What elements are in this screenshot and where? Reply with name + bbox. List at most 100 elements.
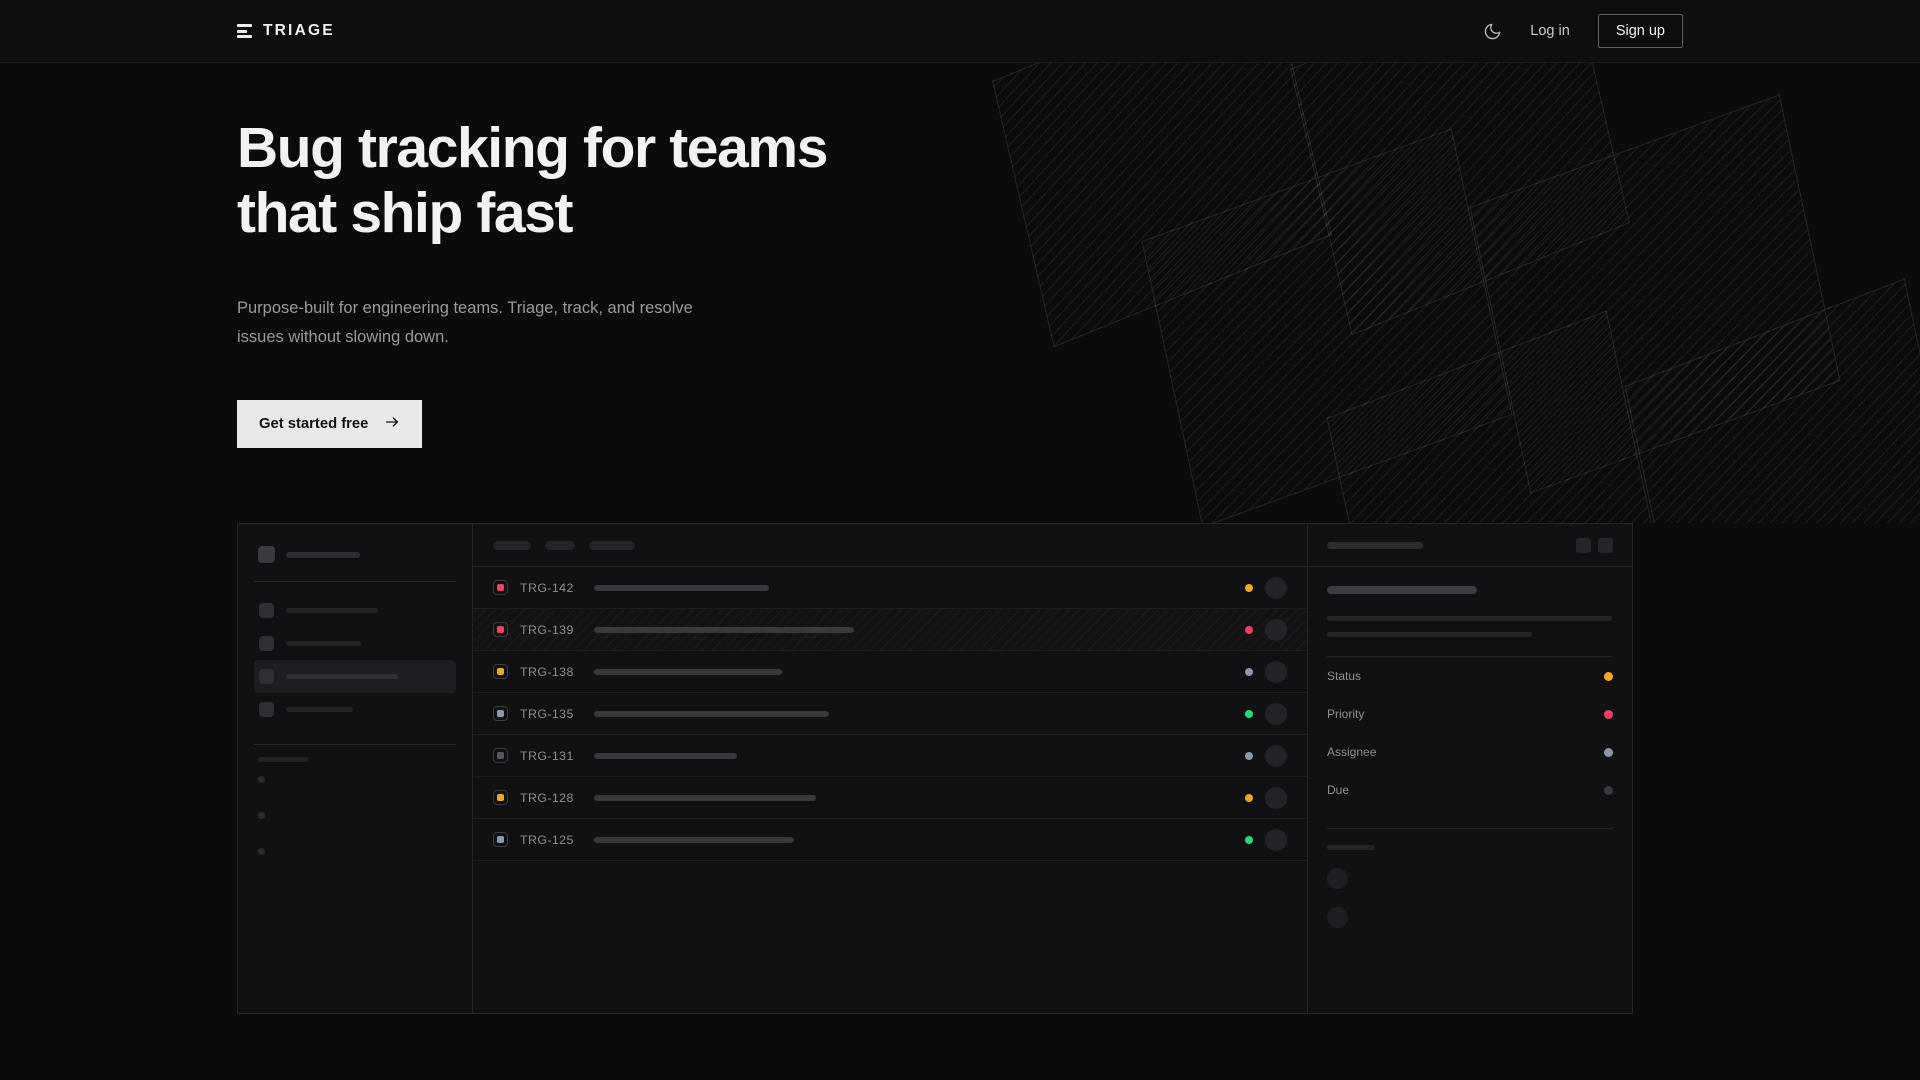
list-filter-chip-2[interactable] — [589, 540, 635, 550]
activity-list — [1327, 868, 1613, 928]
sidebar-item-2[interactable] — [254, 660, 456, 693]
row-meta — [1245, 786, 1287, 809]
issue-id: TRG-139 — [520, 622, 574, 637]
avatar — [1265, 660, 1287, 683]
sidebar-item-label-placeholder — [286, 608, 378, 613]
sidebar-sublist — [254, 776, 456, 855]
row-meta — [1245, 744, 1287, 767]
issue-id: TRG-135 — [520, 706, 574, 721]
sidebar-section-label — [258, 757, 308, 762]
decor-panel — [1290, 63, 1630, 336]
decor-panel — [1469, 94, 1841, 494]
sidebar-item-3[interactable] — [254, 693, 456, 726]
sidebar-divider — [254, 744, 456, 745]
table-row[interactable]: TRG-128 — [473, 777, 1307, 819]
detail-meta-value-dot — [1604, 671, 1613, 681]
sidebar-item-icon — [259, 603, 274, 618]
issue-id: TRG-138 — [520, 664, 574, 679]
detail-meta-label: Status — [1327, 669, 1362, 683]
issue-title-placeholder — [594, 626, 854, 633]
detail-meta-label: Priority — [1327, 707, 1365, 721]
avatar — [1265, 786, 1287, 809]
moon-icon[interactable] — [1483, 22, 1502, 41]
issue-id: TRG-142 — [520, 580, 574, 595]
priority-indicator — [493, 706, 508, 721]
detail-action-button-0[interactable] — [1576, 537, 1591, 553]
issue-title-placeholder — [594, 794, 816, 801]
list-filter-chip-0[interactable] — [493, 540, 531, 550]
sidebar-item-1[interactable] — [254, 627, 456, 660]
workspace-name-placeholder — [286, 551, 360, 558]
priority-indicator — [493, 832, 508, 847]
workspace-avatar — [258, 546, 275, 563]
nav-actions: Log in Sign up — [1483, 14, 1683, 48]
priority-indicator — [493, 580, 508, 595]
table-row[interactable]: TRG-135 — [473, 693, 1307, 735]
detail-header-title-placeholder — [1327, 541, 1423, 549]
detail-meta-value-dot — [1604, 709, 1613, 719]
avatar — [1265, 744, 1287, 767]
table-row[interactable]: TRG-125 — [473, 819, 1307, 861]
sidebar-subitem-dot[interactable] — [258, 812, 265, 819]
table-row[interactable]: TRG-138 — [473, 651, 1307, 693]
page-bottom-strip — [0, 1014, 1920, 1080]
page-title: Bug tracking for teams that ship fast — [237, 116, 828, 246]
brand-name: TRIAGE — [263, 22, 335, 39]
sidebar-item-label-placeholder — [286, 674, 398, 679]
get-started-label: Get started free — [259, 416, 369, 432]
decor-panel — [1141, 128, 1513, 523]
detail-meta-row[interactable]: Assignee — [1327, 733, 1613, 771]
table-row[interactable]: TRG-131 — [473, 735, 1307, 777]
table-row[interactable]: TRG-142 — [473, 567, 1307, 609]
avatar — [1265, 828, 1287, 851]
sidebar-subitem-dot[interactable] — [258, 776, 265, 783]
status-badge — [1245, 583, 1253, 592]
row-meta — [1245, 828, 1287, 851]
login-link[interactable]: Log in — [1530, 23, 1570, 39]
hero-section: Bug tracking for teams that ship fast Pu… — [237, 116, 828, 448]
sidebar-item-icon — [259, 702, 274, 717]
row-meta — [1245, 660, 1287, 683]
workspace-switcher[interactable] — [254, 543, 456, 563]
sidebar-item-0[interactable] — [254, 594, 456, 627]
detail-description-line — [1327, 632, 1532, 637]
detail-header — [1308, 524, 1632, 567]
list-filter-chip-1[interactable] — [545, 540, 575, 550]
issue-id: TRG-128 — [520, 790, 574, 805]
preview-sidebar — [238, 524, 473, 1013]
sidebar-item-icon — [259, 636, 274, 651]
status-badge — [1245, 793, 1253, 802]
detail-meta-row[interactable]: Priority — [1327, 695, 1613, 733]
detail-description-placeholder — [1327, 616, 1613, 637]
sidebar-item-icon — [259, 669, 274, 684]
avatar — [1265, 618, 1287, 641]
detail-meta-row[interactable]: Status — [1327, 657, 1613, 695]
table-row[interactable]: TRG-139 — [473, 609, 1307, 651]
detail-meta-row[interactable]: Due — [1327, 771, 1613, 809]
sidebar-subitem-dot[interactable] — [258, 848, 265, 855]
priority-indicator — [493, 748, 508, 763]
detail-divider — [1327, 656, 1613, 657]
activity-avatar — [1327, 868, 1348, 889]
status-badge — [1245, 835, 1253, 844]
get-started-button[interactable]: Get started free — [237, 400, 423, 448]
status-badge — [1245, 709, 1253, 718]
detail-title-placeholder — [1327, 586, 1477, 594]
row-meta — [1245, 576, 1287, 599]
issue-title-placeholder — [594, 668, 782, 675]
detail-action-button-1[interactable] — [1598, 537, 1613, 553]
decor-panel — [1326, 310, 1664, 523]
stacked-bars-icon — [237, 24, 252, 38]
decor-panel — [1624, 278, 1920, 523]
brand-logo[interactable]: TRIAGE — [237, 22, 335, 40]
hero-subtitle: Purpose-built for engineering teams. Tri… — [237, 299, 693, 346]
status-badge — [1245, 625, 1253, 634]
detail-meta-value-dot — [1604, 785, 1613, 795]
signup-button[interactable]: Sign up — [1597, 14, 1683, 48]
detail-meta-value-dot — [1604, 747, 1613, 757]
heading-line-2: that ship fast — [237, 181, 573, 245]
